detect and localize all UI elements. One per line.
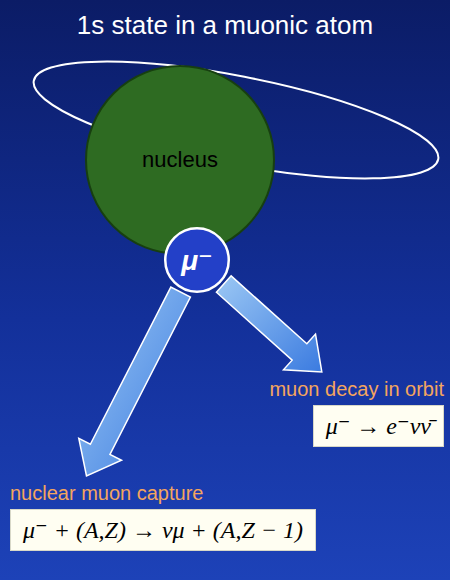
- process-heading: muon decay in orbit: [269, 378, 444, 401]
- node-label: nucleus: [142, 147, 218, 173]
- capture-formula-box: nuclear muon capture μ⁻ + (A,Z) → νμ + (A…: [10, 482, 316, 551]
- formula-box: μ⁻ → e⁻νν̄: [313, 405, 444, 447]
- reaction-formula: μ⁻ + (A,Z) → νμ + (A,Z − 1): [23, 517, 303, 543]
- formula-holder: μ⁻ + (A,Z) → νμ + (A,Z − 1): [10, 509, 316, 551]
- reaction-formula: μ⁻ → e⁻νν̄: [326, 413, 431, 439]
- decay-formula-box: muon decay in orbit μ⁻ → e⁻νν̄: [269, 378, 444, 447]
- block-arrow: [79, 287, 191, 476]
- process-heading: nuclear muon capture: [10, 482, 316, 505]
- formula-box: μ⁻ + (A,Z) → νμ + (A,Z − 1): [10, 509, 316, 551]
- circle-shape: [165, 228, 229, 292]
- diagram-title: 1s state in a muonic atom: [0, 10, 450, 41]
- block-arrow: [216, 276, 321, 372]
- muon-circle: μ⁻: [164, 227, 230, 293]
- nucleus-circle: nucleus: [85, 65, 275, 255]
- node-label: μ⁻: [181, 244, 213, 277]
- formula-holder: μ⁻ → e⁻νν̄: [269, 405, 444, 447]
- circle-shape: [86, 66, 274, 254]
